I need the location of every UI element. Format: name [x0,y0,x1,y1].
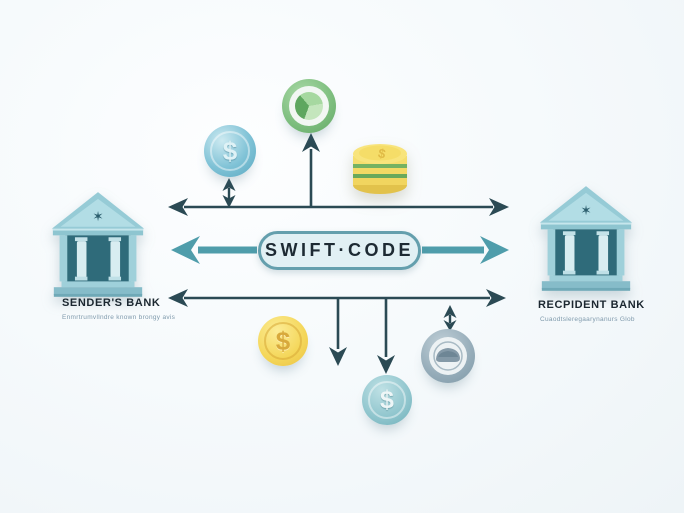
coin-ring [210,131,250,171]
coin-ring [368,381,406,419]
bank-building-icon: ✶ [51,192,145,297]
sender-bank-icon: ✶ [50,188,146,300]
top-flow-arrow [168,133,509,216]
small-updown-arrow-right [443,305,457,331]
recipient-bank-label: RECPIDENT BANK [538,299,645,311]
swift-code-pill: SWIFT·CODE [258,231,421,270]
star-icon: ✶ [580,203,591,218]
blue-dollar-coin-icon: $ [204,125,256,177]
dollar-glyph: $ [380,385,394,414]
bottom-flow-arrow [168,289,506,374]
bank-building-icon: ✶ [539,186,633,291]
dollar-glyph: $ [275,325,291,356]
gold-dollar-coin-icon: $ [258,316,308,366]
teal-dollar-coin-icon: $ [362,375,412,425]
star-icon: ✶ [92,209,103,224]
green-pie-token-icon [282,79,336,133]
sender-bank-label: SENDER'S BANK [62,297,161,309]
recipient-bank-icon: ✶ [538,182,634,294]
dollar-glyph: $ [377,145,388,161]
small-updown-arrow-left [222,178,236,208]
coin-stack-icon: $ [353,144,407,194]
recipient-bank-subtitle: Cuaodtsleregaarynanurs Glob [540,316,635,323]
swift-main-arrow [171,236,509,264]
swift-code-label: SWIFT·CODE [265,240,414,260]
sender-bank-subtitle: Enmrtrumvllndre known brongy avis [62,314,176,321]
dollar-glyph: $ [222,135,238,166]
emblem-icon [433,341,463,371]
grey-emblem-coin-icon [421,329,475,383]
token-pie-face [295,92,323,120]
coin-ring [264,322,302,360]
